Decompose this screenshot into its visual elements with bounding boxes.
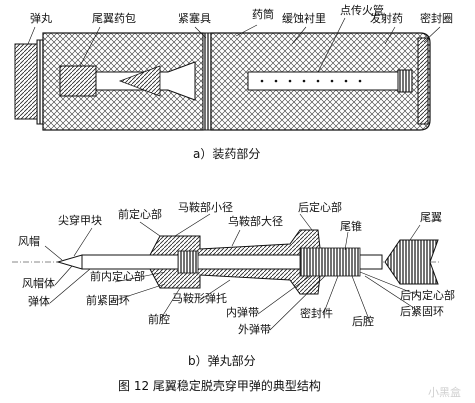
label-saddle-major: 乌鞍部大径: [228, 214, 283, 228]
watermark: 小黑盒: [428, 385, 461, 399]
label-front-inner-bourrelet: 前内定心部: [90, 269, 145, 283]
caption-part-b: b）弹丸部分: [188, 353, 256, 368]
igniter-tube: [247, 71, 413, 91]
fin: [384, 239, 439, 285]
label-front-cavity: 前腔: [148, 312, 170, 326]
fin-charge-bag: [59, 65, 97, 97]
figure-caption: 图 12 尾翼稳定脱壳穿甲弹的典型结构: [118, 378, 321, 393]
label-body: 弹体: [28, 294, 50, 308]
label-inner-band: 内弹带: [226, 305, 259, 319]
windshield: [56, 254, 83, 270]
label-saddle-minor: 马鞍部小径: [178, 200, 233, 214]
part-b-projectile: 马鞍部小径 后定心部 尾翼 乌鞍部大径 尖穿甲块 前定心部 风帽 尾锥 风帽体 …: [12, 200, 455, 368]
label-rear-ring: 后紧固环: [400, 305, 444, 318]
label-windshield-body: 风帽体: [22, 276, 55, 290]
seal-ring: [417, 37, 429, 125]
label-windshield: 风帽: [18, 235, 40, 248]
label-projectile: 弹丸: [30, 11, 52, 25]
label-liner: 缓蚀衬里: [282, 11, 326, 25]
label-fin-charge-bag: 尾翼药包: [92, 12, 136, 25]
label-obturator: 紧塞具: [178, 11, 211, 25]
label-tip: 尖穿甲块: [58, 213, 102, 227]
label-rear-inner-bourrelet: 后内定心部: [400, 288, 455, 302]
label-rear-bourrelet: 后定心部: [298, 200, 342, 214]
label-rear-cavity: 后腔: [352, 314, 374, 328]
projectile-stub: [14, 43, 38, 120]
label-front-bourrelet: 前定心部: [118, 207, 162, 221]
label-front-ring: 前紧固环: [86, 293, 130, 307]
label-sabot: 马鞍形弹托: [172, 291, 227, 305]
label-boattail: 尾锥: [340, 220, 362, 233]
caption-part-a: a）装药部分: [193, 146, 260, 161]
label-seal-ring: 密封圈: [420, 11, 453, 25]
part-a-cartridge: 弹丸 尾翼药包 紧塞具 药筒 缓蚀衬里 点传火管 发射药 密封圈 a）装药部分: [14, 3, 453, 161]
label-outer-band: 外弹带: [238, 322, 271, 336]
label-cartridge-case: 药筒: [252, 7, 274, 21]
label-fin: 尾翼: [420, 211, 442, 224]
label-propellant: 发射药: [370, 11, 403, 25]
igniter-holes: [260, 79, 362, 83]
obturator: [202, 32, 212, 131]
label-igniter-tube: 点传火管: [340, 3, 384, 17]
label-seal: 密封件: [300, 306, 333, 320]
